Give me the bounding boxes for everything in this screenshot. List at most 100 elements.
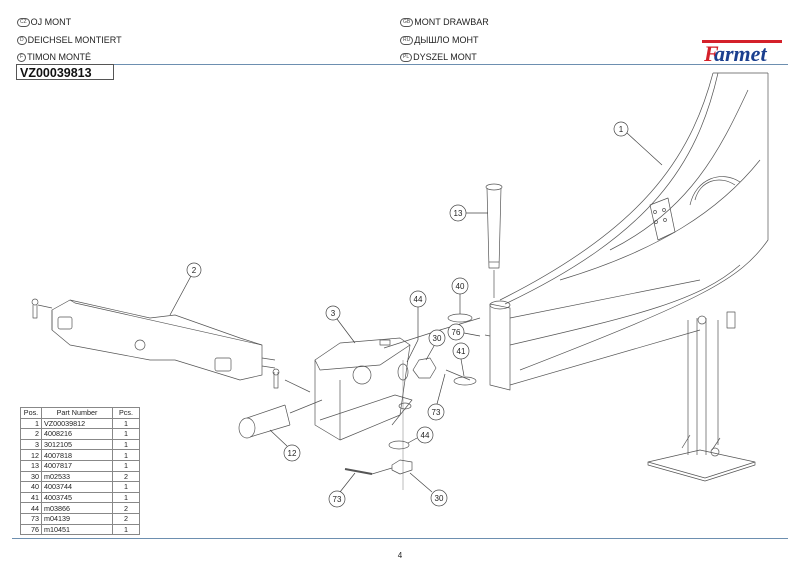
document-number: VZ00039813 [16,64,114,80]
cell-part-number: 4003745 [41,491,113,504]
callouts: 1 2 3 12 13 40 44 30 [169,121,663,508]
jack-stand [647,311,756,482]
table-header-row: Pos. Part Number Pcs. [20,407,140,419]
svg-text:73: 73 [432,408,441,417]
cell-pos: 73 [20,512,42,525]
cell-part-number: 4007817 [41,459,113,472]
cell-pcs: 1 [112,459,140,472]
cell-pcs: 2 [112,470,140,483]
callout-1: 1 [613,121,663,166]
cell-pcs: 1 [112,438,140,451]
callout-73-bottom: 73 [328,472,356,508]
drawbar-frame [489,72,769,391]
svg-text:1: 1 [619,125,624,134]
header-rule [114,64,788,65]
pin-13 [485,183,503,298]
cell-pos: 76 [20,523,42,536]
logo-initial: F [703,41,719,66]
cell-part-number: 4007818 [41,449,113,461]
callout-3: 3 [325,305,356,344]
title-text: OJ MONT [30,17,72,27]
svg-text:76: 76 [452,328,461,337]
cell-part-number: VZ00039812 [41,417,113,430]
cell-pcs: 1 [112,481,140,493]
language-code-badge: RU [400,35,414,45]
logo-text: armet [714,41,767,66]
cell-part-number: m04139 [41,512,113,525]
title-ru: RU ДЫШЛО МОНТ [400,34,478,46]
cell-pos: 41 [20,491,42,504]
cell-pcs: 1 [112,417,140,430]
callout-40: 40 [451,277,469,314]
callout-30-top: 30 [425,329,446,361]
cell-part-number: 4008216 [41,428,113,440]
svg-text:44: 44 [414,295,423,304]
cell-pcs: 2 [112,502,140,514]
language-code-badge: GB [400,17,414,27]
column-header-part-number: Part Number [41,407,113,419]
title-fr: F TIMON MONTÉ [17,51,91,63]
cell-pos: 30 [20,470,42,483]
clevis-bracket [314,337,413,441]
column-header-pcs: Pcs. [112,407,140,419]
towing-eye-bar [31,298,311,393]
hardware [344,313,491,490]
cell-pcs: 1 [112,449,140,461]
title-cz: CZ OJ MONT [17,16,71,28]
page-number: 4 [397,551,403,560]
title-de: D DEICHSEL MONTIERT [17,34,122,46]
cell-pos: 13 [20,459,42,472]
footer-rule [12,538,788,539]
title-text: DYSZEL MONT [413,52,477,62]
cell-pcs: 1 [112,523,140,536]
cell-part-number: 4003744 [41,481,113,493]
svg-text:41: 41 [457,347,466,356]
cell-pos: 3 [20,438,42,451]
svg-text:2: 2 [192,266,197,275]
cell-part-number: m02533 [41,470,113,483]
svg-text:73: 73 [333,495,342,504]
title-text: MONT DRAWBAR [414,17,489,27]
svg-text:40: 40 [456,282,465,291]
svg-text:12: 12 [288,449,297,458]
callout-44-bottom: 44 [407,426,434,444]
title-text: TIMON MONTÉ [27,52,92,62]
cell-part-number: 3012105 [41,438,113,451]
svg-text:13: 13 [454,209,463,218]
callout-13: 13 [449,204,488,222]
title-text: DEICHSEL MONTIERT [27,35,122,45]
callout-12: 12 [269,429,301,462]
cell-pcs: 2 [112,512,140,525]
svg-text:30: 30 [433,334,442,343]
callout-73-right: 73 [427,373,446,421]
cell-pcs: 1 [112,491,140,504]
cell-pos: 1 [20,417,42,430]
svg-text:30: 30 [435,494,444,503]
title-pl: PL DYSZEL MONT [400,51,477,63]
cell-part-number: m10451 [41,523,113,536]
title-gb: GB MONT DRAWBAR [400,16,489,28]
callout-44-top: 44 [406,290,427,363]
language-code-badge: D [17,35,27,45]
cell-pos: 44 [20,502,42,514]
callout-30-bottom: 30 [409,472,448,507]
farmet-logo: armet F [702,40,782,66]
language-code-badge: PL [400,52,413,62]
title-text: ДЫШЛО МОНТ [414,35,479,45]
column-header-pos: Pos. [20,407,42,419]
callout-76: 76 [447,323,481,341]
logo-red-bar [702,40,782,43]
callout-2: 2 [169,262,202,316]
